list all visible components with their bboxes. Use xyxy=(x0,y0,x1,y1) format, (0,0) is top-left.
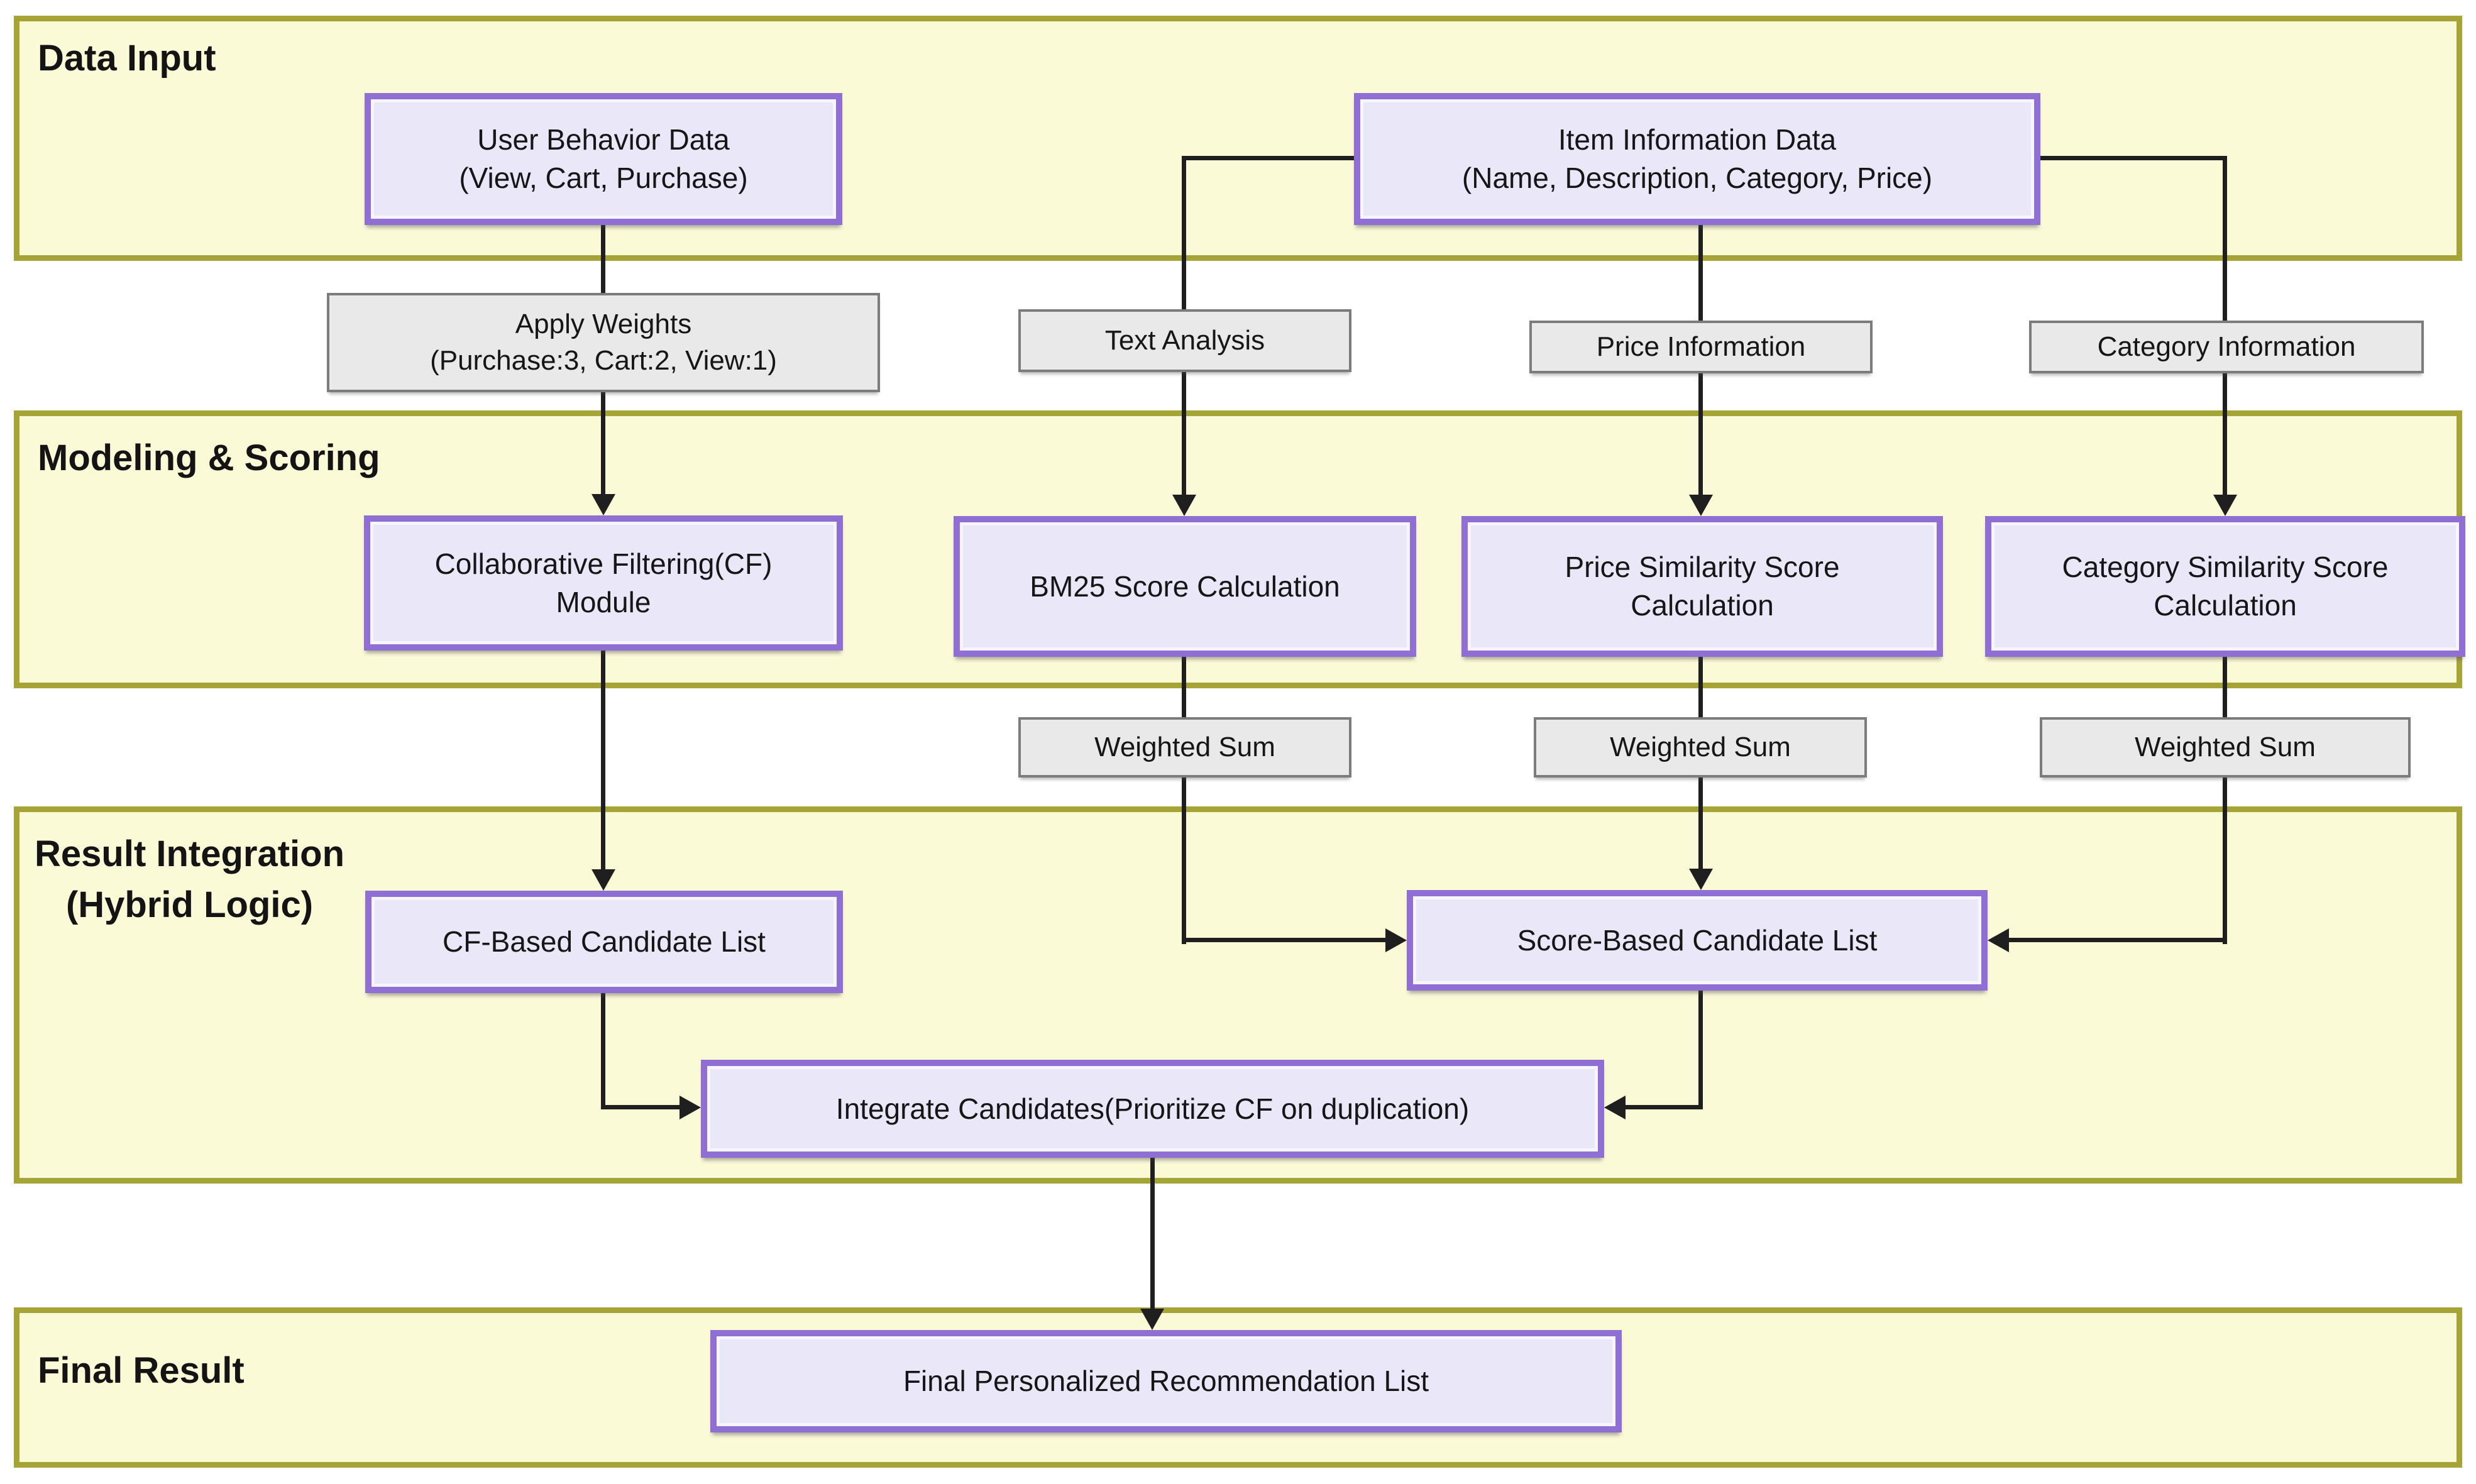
connector-iteminfo-categoryinfo-h xyxy=(2040,156,2227,160)
node-collaborative-filtering-module: Collaborative Filtering(CF) Module xyxy=(364,515,843,651)
node-price-similarity-score: Price Similarity Score Calculation xyxy=(1461,516,1943,657)
connector-iteminfo-categoryinfo-v xyxy=(2223,156,2227,321)
connector-catsim-weightedsum3 xyxy=(2223,657,2227,717)
node-price-information: Price Information xyxy=(1529,321,1873,373)
connector-weightedsum1-elbow-h xyxy=(1182,938,1385,942)
arrowhead-scorecandidates-top xyxy=(1689,869,1713,890)
node-weighted-sum-1: Weighted Sum xyxy=(1018,717,1351,778)
connector-cfmodule-cfcandidates xyxy=(601,651,605,869)
arrowhead-pricesim xyxy=(1689,495,1713,516)
arrowhead-cfcandidates xyxy=(591,869,615,891)
node-bm25-score-calculation: BM25 Score Calculation xyxy=(954,516,1416,657)
connector-scorecandidates-elbow-v xyxy=(1698,991,1703,1109)
section-title-modeling-scoring: Modeling & Scoring xyxy=(38,437,380,478)
connector-categoryinfo-catsim xyxy=(2223,373,2227,495)
node-score-based-candidate-list: Score-Based Candidate List xyxy=(1407,890,1988,991)
node-weighted-sum-2: Weighted Sum xyxy=(1534,717,1867,778)
connector-cfcandidates-elbow-h xyxy=(601,1105,680,1109)
node-category-similarity-score: Category Similarity Score Calculation xyxy=(1985,516,2465,657)
connector-weightedsum2-scorecandidates xyxy=(1698,778,1703,869)
connector-weightedsum3-elbow-h xyxy=(2009,938,2227,942)
section-title-data-input: Data Input xyxy=(38,38,216,79)
arrowhead-catsim xyxy=(2213,495,2237,516)
node-final-recommendation-list: Final Personalized Recommendation List xyxy=(710,1330,1622,1432)
connector-cfcandidates-elbow-v xyxy=(601,993,605,1109)
arrowhead-scorecandidates-right xyxy=(1988,928,2009,952)
node-weighted-sum-3: Weighted Sum xyxy=(2040,717,2411,778)
connector-userbehavior-applyweights xyxy=(601,225,605,293)
node-text-analysis: Text Analysis xyxy=(1018,309,1351,372)
connector-weightedsum1-elbow-v xyxy=(1182,778,1186,944)
section-title-final-result: Final Result xyxy=(38,1350,245,1391)
connector-scorecandidates-elbow-h xyxy=(1626,1105,1703,1109)
node-item-information-data: Item Information Data (Name, Description… xyxy=(1354,93,2040,225)
arrowhead-cfmodule xyxy=(591,494,615,515)
node-user-behavior-data: User Behavior Data (View, Cart, Purchase… xyxy=(365,93,842,225)
arrowhead-scorecandidates-left xyxy=(1385,928,1407,952)
arrowhead-integrate-left xyxy=(680,1096,701,1119)
connector-priceinfo-pricesim xyxy=(1698,373,1703,495)
connector-textanalysis-bm25 xyxy=(1182,372,1186,495)
connector-integrate-final xyxy=(1150,1158,1155,1309)
node-apply-weights: Apply Weights (Purchase:3, Cart:2, View:… xyxy=(327,293,880,392)
section-title-result-integration: Result Integration (Hybrid Logic) xyxy=(35,833,345,926)
arrowhead-final xyxy=(1140,1309,1164,1330)
connector-bm25-weightedsum1 xyxy=(1182,657,1186,717)
node-category-information: Category Information xyxy=(2029,321,2424,373)
section-result-integration xyxy=(14,806,2462,1184)
connector-applyweights-cfmodule xyxy=(601,392,605,494)
connector-pricesim-weightedsum2 xyxy=(1698,657,1703,717)
node-cf-based-candidate-list: CF-Based Candidate List xyxy=(365,891,843,993)
arrowhead-integrate-right xyxy=(1604,1096,1626,1119)
connector-iteminfo-textanalysis-h xyxy=(1182,156,1354,160)
node-integrate-candidates: Integrate Candidates(Prioritize CF on du… xyxy=(701,1060,1604,1158)
connector-weightedsum3-elbow-v xyxy=(2223,778,2227,944)
arrowhead-bm25 xyxy=(1172,495,1196,516)
connector-iteminfo-priceinfo xyxy=(1698,225,1703,321)
connector-iteminfo-textanalysis-v xyxy=(1182,156,1186,309)
